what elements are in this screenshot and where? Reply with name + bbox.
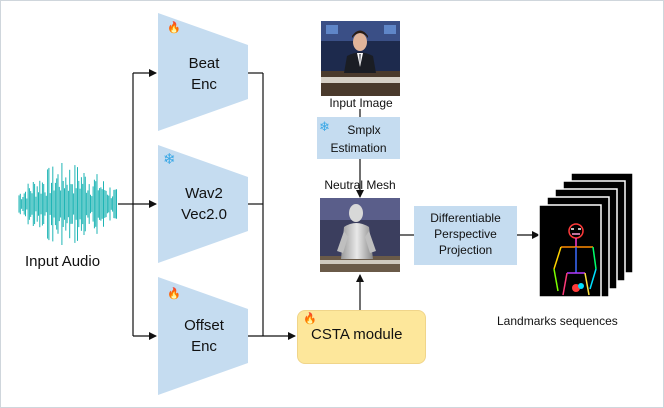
beat-encoder-block — [158, 13, 248, 131]
smplx-label: Smplx — [331, 122, 397, 138]
encoder-merge-arrows — [248, 72, 296, 340]
wav2vec-line2: Vec2.0 — [181, 206, 227, 223]
audio-branch-arrows — [118, 69, 157, 340]
offset-enc-line2: Enc — [191, 338, 217, 355]
smplx-line1: Smplx — [347, 123, 381, 137]
wav2vec-label: Wav2 Vec2.0 — [166, 183, 242, 225]
offset-enc-line1: Offset — [184, 317, 224, 334]
neutral-mesh-image — [320, 198, 400, 272]
landmark-frames-stack — [538, 172, 634, 298]
offset-encoder-block — [158, 277, 248, 395]
smplx-box — [317, 117, 400, 159]
offset-enc-label: Offset Enc — [166, 315, 242, 357]
landmarks-label: Landmarks sequences — [497, 314, 618, 328]
flame-icon: 🔥 — [303, 313, 317, 325]
audio-waveform — [18, 163, 117, 245]
input-image — [321, 21, 400, 96]
projection-line1: Differentiable — [430, 211, 501, 225]
smplx-line2: Estimation — [330, 141, 387, 155]
projection-label: Differentiable Perspective Projection — [414, 210, 517, 258]
flame-icon: 🔥 — [167, 22, 181, 34]
input-audio-label: Input Audio — [25, 253, 101, 270]
wav2vec-line1: Wav2 — [185, 185, 223, 202]
projection-line3: Projection — [438, 243, 493, 257]
neutral-mesh-label: Neutral Mesh — [324, 178, 396, 192]
projection-line2: Perspective — [434, 227, 497, 241]
snowflake-icon: ❄ — [319, 119, 330, 134]
snowflake-icon: ❄ — [163, 151, 176, 168]
wav2vec-encoder-block — [158, 145, 248, 263]
csta-module-box — [297, 310, 426, 364]
smplx-line2-wrap: Estimation — [317, 140, 400, 156]
csta-module-label: CSTA module — [311, 326, 403, 343]
flame-icon: 🔥 — [167, 288, 181, 300]
projection-box — [414, 206, 517, 265]
input-image-label: Input Image — [329, 96, 393, 110]
beat-enc-line2: Enc — [191, 76, 217, 93]
beat-enc-line1: Beat — [188, 55, 220, 72]
beat-enc-label: Beat Enc — [166, 53, 242, 95]
